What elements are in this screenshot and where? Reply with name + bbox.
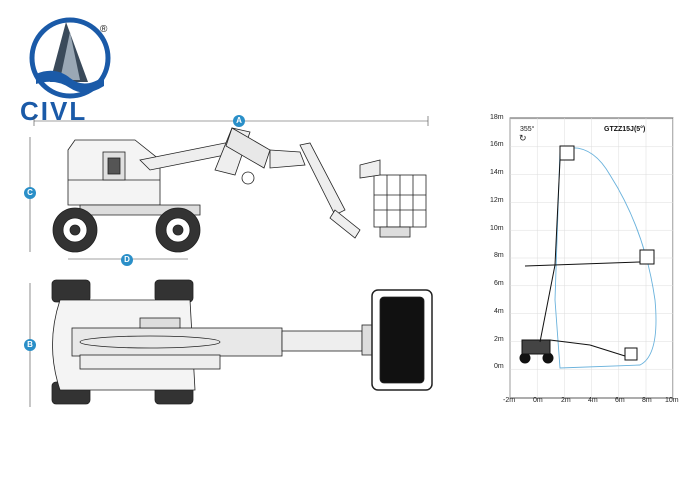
x-tick: -2m (503, 397, 516, 404)
registered-mark: ® (100, 24, 108, 35)
dimension-a-badge: A (233, 115, 245, 127)
x-tick: 6m (615, 397, 625, 404)
x-tick: 10m (665, 397, 679, 404)
y-tick: 2m (494, 336, 504, 343)
y-tick: 0m (494, 363, 504, 370)
model-label: GTZZ15J(5°) (604, 126, 646, 133)
side-view (52, 127, 427, 253)
top-view (51, 279, 433, 405)
x-tick: 8m (642, 397, 652, 404)
y-tick: 6m (494, 280, 504, 287)
y-tick: 4m (494, 308, 504, 315)
y-tick: 16m (490, 141, 504, 148)
dimension-d-badge: D (121, 254, 133, 266)
x-tick: 0m (533, 397, 543, 404)
x-tick: 4m (588, 397, 598, 404)
y-tick: 14m (490, 169, 504, 176)
rotation-label: 355° (520, 126, 535, 133)
dimension-c-badge: C (24, 187, 36, 199)
y-tick: 10m (490, 225, 504, 232)
y-tick: 12m (490, 197, 504, 204)
dimension-b-badge: B (24, 339, 36, 351)
y-tick: 18m (490, 114, 504, 121)
x-tick: 2m (561, 397, 571, 404)
rotation-arrow-icon: ↻ (519, 133, 527, 143)
y-tick: 8m (494, 252, 504, 259)
logo-emblem-icon (29, 17, 111, 99)
